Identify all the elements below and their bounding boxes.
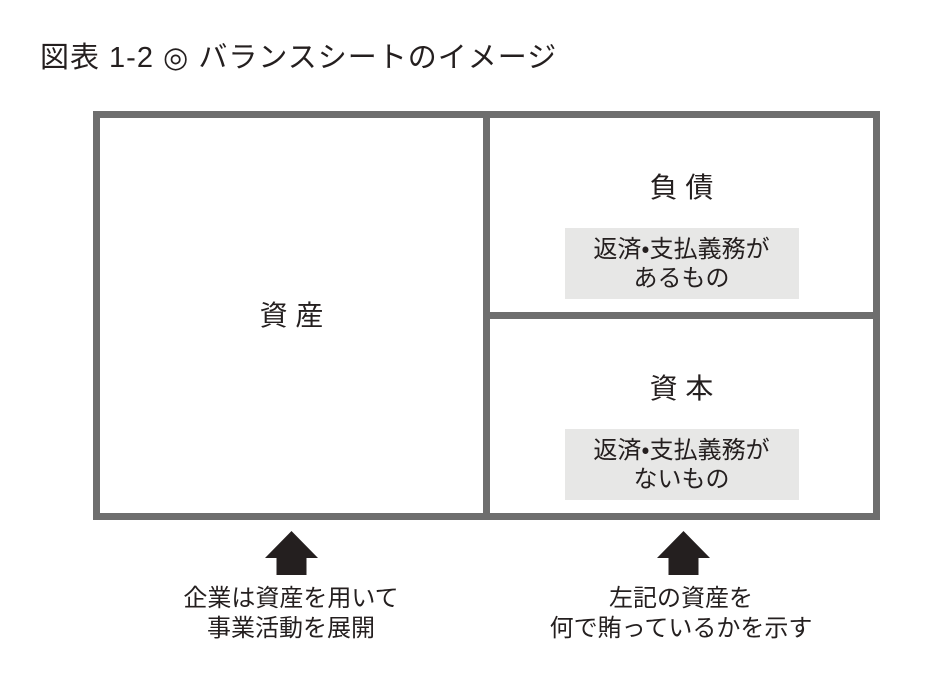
up-arrow-left-icon bbox=[265, 531, 318, 575]
capital-label: 資 本 bbox=[649, 373, 714, 404]
liabilities-label: 負 債 bbox=[649, 172, 714, 203]
figure-title: 図表 1-2 ◎ バランスシートのイメージ bbox=[40, 42, 558, 74]
liabilities-note-line-2: あるもの bbox=[633, 264, 730, 292]
assets-arrow-caption: 企業は資産を用いて 事業活動を展開 bbox=[121, 584, 461, 644]
assets-box: 資 産 bbox=[100, 118, 490, 513]
capital-note-line-1: 返済・支払義務が bbox=[593, 436, 770, 464]
assets-label: 資 産 bbox=[259, 299, 324, 331]
capital-note-line-2: ないもの bbox=[633, 465, 730, 493]
liabilities-note: 返済・支払義務が あるもの bbox=[564, 228, 799, 299]
assets-caption-line-2: 事業活動を展開 bbox=[207, 615, 375, 642]
up-arrow-right-icon bbox=[657, 531, 710, 575]
funding-caption-line-1: 左記の資産を bbox=[609, 585, 753, 612]
balance-sheet-diagram: 資 産 負 債 返済・支払義務が あるもの 資 本 返済・支払義務が ないもの bbox=[93, 111, 880, 520]
assets-caption-line-1: 企業は資産を用いて bbox=[183, 585, 399, 612]
right-column: 負 債 返済・支払義務が あるもの 資 本 返済・支払義務が ないもの bbox=[490, 118, 873, 513]
capital-note: 返済・支払義務が ないもの bbox=[564, 429, 799, 500]
funding-arrow-caption: 左記の資産を 何で賄っているかを示す bbox=[511, 584, 851, 644]
capital-box: 資 本 返済・支払義務が ないもの bbox=[490, 319, 873, 513]
liabilities-note-line-1: 返済・支払義務が bbox=[593, 235, 770, 263]
funding-caption-line-2: 何で賄っているかを示す bbox=[549, 615, 813, 642]
liabilities-box: 負 債 返済・支払義務が あるもの bbox=[490, 118, 873, 319]
